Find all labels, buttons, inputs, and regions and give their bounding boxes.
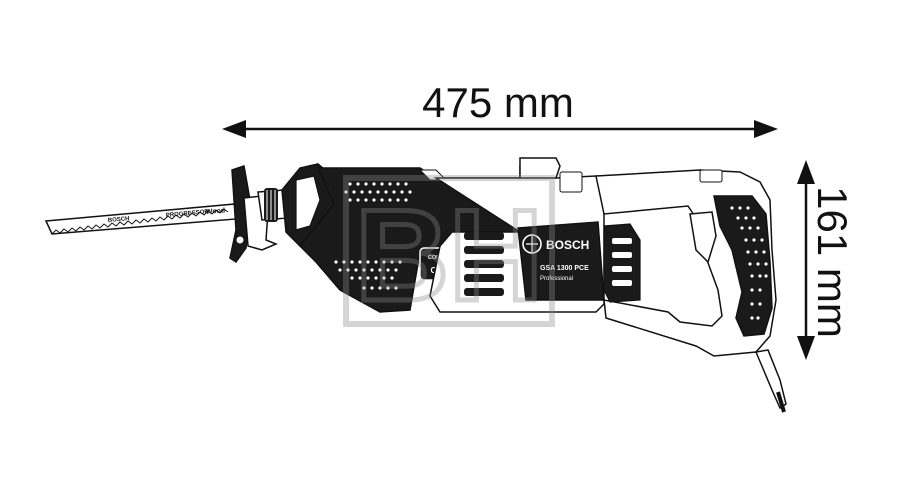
grip-texture-top [344, 182, 412, 202]
selector-lever [559, 171, 583, 193]
length-arrow-right [754, 120, 778, 138]
saw-blade: BOSCH PROGRESSOR Wood [44, 203, 237, 235]
cord [776, 391, 786, 413]
watermark: BH [343, 175, 555, 331]
height-arrow-bottom [797, 336, 815, 360]
shoe-pivot [235, 235, 245, 245]
model-label: GSA 1300 PCE [540, 265, 589, 272]
blade-material: Wood [206, 207, 226, 216]
shoe-plate [229, 165, 251, 264]
blade-teeth [51, 208, 229, 235]
height-dimension: 161 mm [797, 160, 856, 360]
trigger [689, 211, 717, 264]
vent-slots [464, 232, 504, 296]
rear-top-cap [699, 169, 723, 183]
length-dimension: 475 mm [222, 79, 778, 138]
handle-grip-texture [730, 206, 768, 320]
length-arrow-left [222, 120, 246, 138]
watermark-frame [343, 175, 555, 327]
saw-shoe [229, 165, 289, 264]
orbit-selector [519, 157, 561, 179]
grip-texture-bottom [334, 260, 402, 290]
handle-grip [713, 195, 773, 337]
height-label: 161 mm [809, 186, 856, 338]
length-label: 475 mm [422, 79, 574, 126]
blade-brand: BOSCH [108, 216, 130, 224]
nose-ring [295, 175, 321, 231]
blade-type: PROGRESSOR [166, 209, 210, 219]
watermark-text: BH [355, 182, 543, 328]
height-arrow-top [797, 160, 815, 184]
handle-inset [603, 223, 641, 303]
line-label: Professional [540, 276, 573, 282]
power-cord [754, 349, 787, 413]
brand-label: BOSCH [546, 238, 589, 252]
rear-handle [595, 169, 777, 357]
